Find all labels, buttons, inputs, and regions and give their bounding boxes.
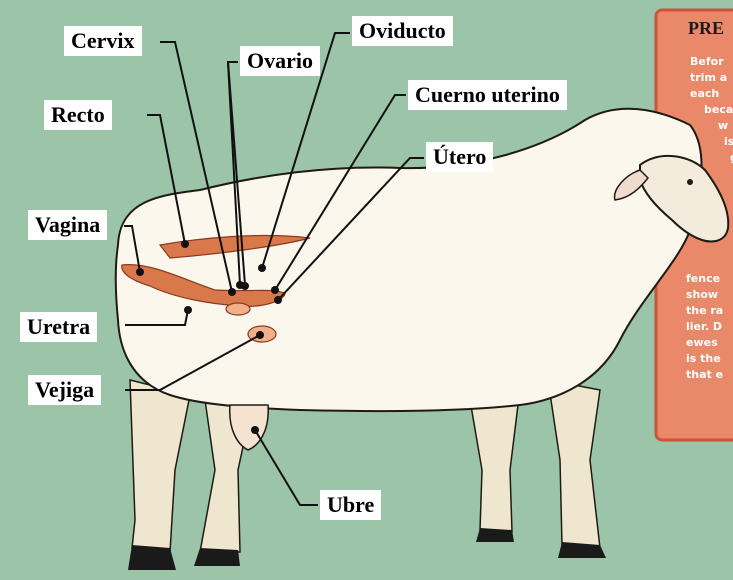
hooves bbox=[128, 528, 606, 570]
label-cuerno-uterino: Cuerno uterino bbox=[408, 80, 567, 110]
note-line: beca bbox=[704, 103, 733, 117]
label-vejiga: Vejiga bbox=[28, 375, 101, 405]
label-recto: Recto bbox=[44, 100, 112, 130]
note-line: the ra bbox=[686, 304, 723, 318]
note-line: ewes bbox=[686, 336, 718, 350]
label-cervix: Cervix bbox=[64, 26, 142, 56]
sheep-eye bbox=[687, 179, 693, 185]
label-utero: Útero bbox=[426, 142, 493, 172]
note-line: is bbox=[724, 135, 733, 149]
label-vagina: Vagina bbox=[28, 210, 107, 240]
note-line: fence bbox=[686, 272, 720, 286]
note-line: trim a bbox=[690, 71, 727, 85]
note-line: lier. D bbox=[686, 320, 722, 334]
note-line: Befor bbox=[690, 55, 724, 69]
label-ubre: Ubre bbox=[320, 490, 381, 520]
label-oviducto: Oviducto bbox=[352, 16, 453, 46]
label-uretra: Uretra bbox=[20, 312, 97, 342]
note-line: is the bbox=[686, 352, 721, 366]
note-line: each bbox=[690, 87, 719, 101]
note-line: that e bbox=[686, 368, 723, 382]
label-ovario: Ovario bbox=[240, 46, 320, 76]
note-line: w bbox=[718, 119, 728, 133]
note-line: show bbox=[686, 288, 718, 302]
note-title: PRE bbox=[688, 18, 724, 39]
